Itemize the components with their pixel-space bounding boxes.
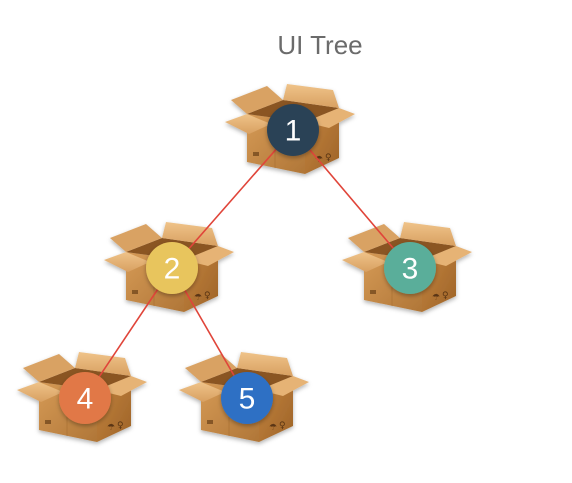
node-circle-3 xyxy=(384,242,436,294)
edge-1-2 xyxy=(171,129,294,269)
node-circle-1 xyxy=(267,104,319,156)
svg-text:☂: ☂ xyxy=(194,293,202,303)
node-circle-5 xyxy=(221,372,273,424)
tree-node-2: 2 xyxy=(146,242,198,294)
node-label-3: 3 xyxy=(402,253,419,286)
svg-text:☂: ☂ xyxy=(269,423,277,433)
svg-text:♀: ♀ xyxy=(279,421,286,431)
tree-node-3: 3 xyxy=(384,242,436,294)
svg-text:♀: ♀ xyxy=(204,291,211,301)
svg-text:♀: ♀ xyxy=(442,291,449,301)
node-label-2: 2 xyxy=(164,253,181,286)
svg-text:☂: ☂ xyxy=(432,293,440,303)
tree-node-4: 4 xyxy=(59,372,111,424)
tree-node-5: 5 xyxy=(221,372,273,424)
node-circle-4 xyxy=(59,372,111,424)
svg-text:♀: ♀ xyxy=(117,421,124,431)
svg-text:☂: ☂ xyxy=(107,423,115,433)
node-label-4: 4 xyxy=(77,383,94,416)
edge-2-4 xyxy=(84,267,173,399)
tree-node-1: 1 xyxy=(267,104,319,156)
node-label-1: 1 xyxy=(285,115,302,148)
edge-1-3 xyxy=(292,129,411,269)
svg-text:♀: ♀ xyxy=(325,153,332,163)
node-circle-2 xyxy=(146,242,198,294)
diagram-title: UI Tree xyxy=(277,30,363,60)
node-label-5: 5 xyxy=(239,383,256,416)
